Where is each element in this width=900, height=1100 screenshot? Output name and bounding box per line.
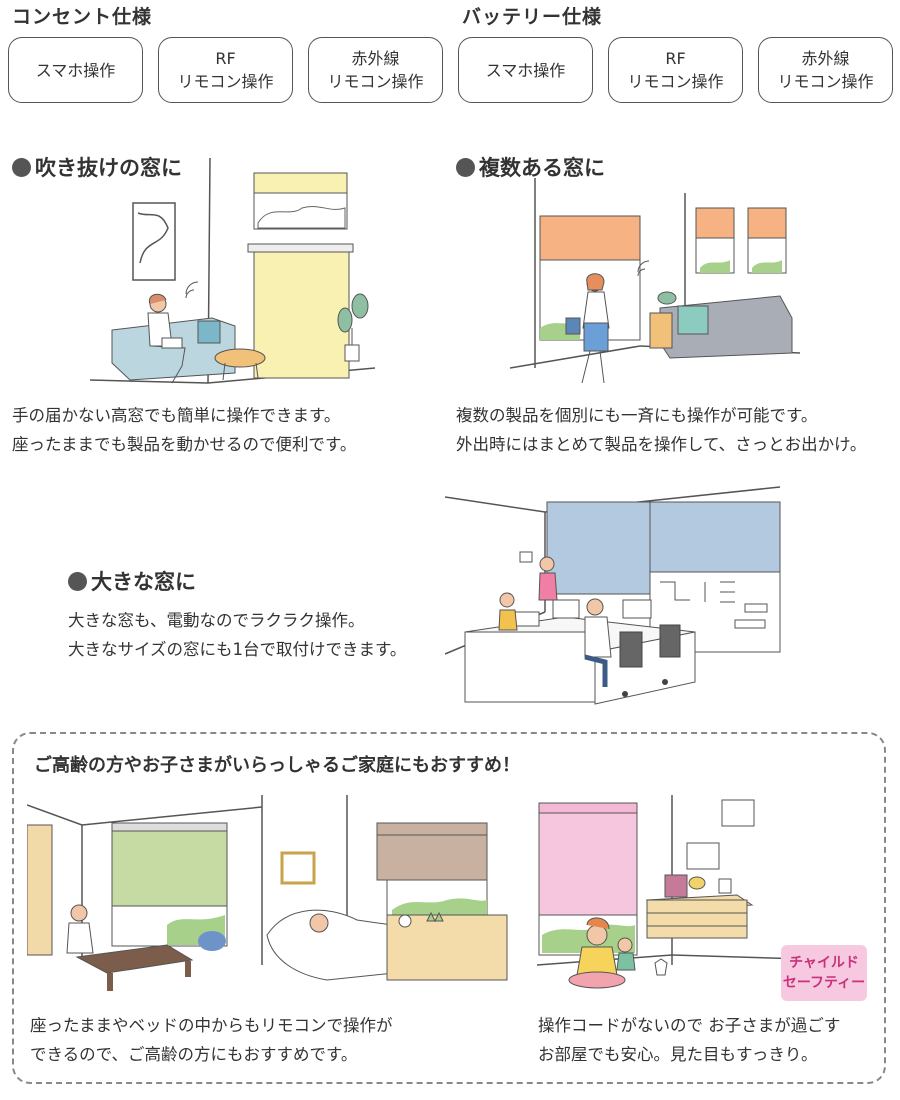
- button-label: スマホ操作: [35, 60, 116, 80]
- description-line: 手の届かない高窓でも簡単に操作できます。: [12, 406, 341, 425]
- battery-rf-remote-button[interactable]: RF リモコン操作: [608, 37, 743, 103]
- large-window-title: 大きな窓に: [68, 566, 196, 596]
- battery-smartphone-operation-button[interactable]: スマホ操作: [458, 37, 593, 103]
- high-window-title-text: 吹き抜けの窓に: [35, 156, 182, 180]
- outlet-infrared-remote-button[interactable]: 赤外線 リモコン操作: [308, 37, 443, 103]
- description-line: 外出時にはまとめて製品を操作して、さっとお出かけ。: [456, 435, 867, 454]
- description-line: 複数の製品を個別にも一斉にも操作が可能です。: [456, 406, 818, 425]
- badge-line1: チャイルド: [789, 955, 859, 971]
- outlet-rf-remote-button[interactable]: RF リモコン操作: [158, 37, 293, 103]
- high-window-title: 吹き抜けの窓に: [12, 152, 182, 182]
- large-window-description: 大きな窓も、電動なのでラクラク操作。 大きなサイズの窓にも1台で取付けできます。: [68, 606, 406, 664]
- description-line: 座ったままでも製品を動かせるので便利です。: [12, 435, 357, 454]
- large-window-title-text: 大きな窓に: [91, 570, 196, 594]
- button-label-line1: RF: [215, 49, 236, 68]
- outlet-spec-title: コンセント仕様: [12, 6, 153, 28]
- description-line: お部屋でも安心。見た目もすっきり。: [538, 1045, 818, 1064]
- bullet-dot-icon: [68, 571, 87, 591]
- battery-infrared-remote-button[interactable]: 赤外線 リモコン操作: [758, 37, 893, 103]
- button-label: スマホ操作: [485, 60, 566, 80]
- outlet-smartphone-operation-button[interactable]: スマホ操作: [8, 37, 143, 103]
- battery-spec-title: バッテリー仕様: [462, 6, 603, 28]
- elderly-description: 座ったままやベッドの中からもリモコンで操作が できるので、ご高齢の方にもおすすめ…: [30, 1011, 393, 1069]
- button-label-line1: 赤外線: [351, 49, 400, 68]
- child-safety-badge: チャイルド セーフティー: [781, 945, 867, 1001]
- family-recommendation-box: [12, 732, 886, 1084]
- button-label-line2: リモコン操作: [777, 72, 874, 91]
- multi-window-title: 複数ある窓に: [456, 152, 605, 182]
- multi-window-description: 複数の製品を個別にも一斉にも操作が可能です。 外出時にはまとめて製品を操作して、…: [456, 401, 866, 459]
- bullet-dot-icon: [456, 157, 475, 177]
- badge-line2: セーフティー: [782, 975, 866, 991]
- family-title: ご高齢の方やお子さまがいらっしゃるご家庭にもおすすめ！: [34, 755, 520, 776]
- button-label-line2: リモコン操作: [327, 72, 424, 91]
- multi-window-title-text: 複数ある窓に: [479, 156, 605, 180]
- description-line: 操作コードがないので お子さまが過ごす: [538, 1016, 841, 1035]
- multi-window-room-illustration: [510, 178, 810, 390]
- description-line: 座ったままやベッドの中からもリモコンで操作が: [30, 1016, 393, 1035]
- button-label-line2: リモコン操作: [177, 72, 274, 91]
- office-large-window-illustration: [445, 482, 890, 710]
- description-line: 大きな窓も、電動なのでラクラク操作。: [68, 611, 365, 630]
- living-room-high-window-illustration: [90, 158, 390, 390]
- button-label-line1: RF: [665, 49, 686, 68]
- description-line: できるので、ご高齢の方にもおすすめです。: [30, 1045, 358, 1064]
- button-label-line2: リモコン操作: [627, 72, 724, 91]
- description-line: 大きなサイズの窓にも1台で取付けできます。: [68, 640, 407, 659]
- bullet-dot-icon: [12, 157, 31, 177]
- child-room-illustration: [537, 795, 867, 995]
- elderly-room-illustration: [27, 795, 512, 995]
- child-description: 操作コードがないので お子さまが過ごす お部屋でも安心。見た目もすっきり。: [538, 1011, 840, 1069]
- high-window-description: 手の届かない高窓でも簡単に操作できます。 座ったままでも製品を動かせるので便利で…: [12, 401, 356, 459]
- button-label-line1: 赤外線: [801, 49, 850, 68]
